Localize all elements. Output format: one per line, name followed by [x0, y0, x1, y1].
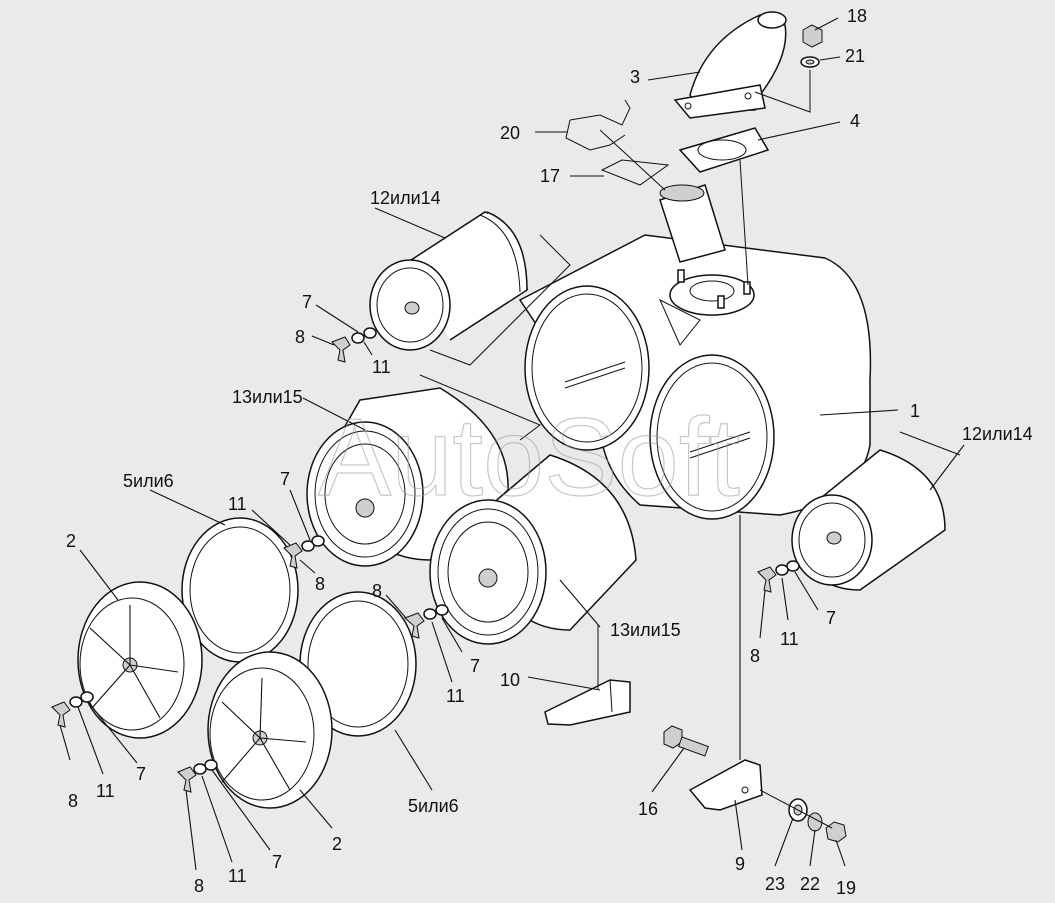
bolt-16	[663, 725, 709, 757]
label-13-center: 13или15	[610, 620, 681, 640]
label-19: 19	[836, 878, 856, 898]
label-4: 4	[850, 111, 860, 131]
watermark: AutoSoft	[318, 396, 740, 519]
filter-element-small-left	[369, 211, 571, 366]
label-10: 10	[500, 670, 520, 690]
label-22: 22	[800, 874, 820, 894]
label-11-e: 11	[96, 781, 115, 801]
label-11-b: 11	[228, 494, 247, 514]
leader-lines	[59, 17, 965, 871]
elbow-pipe	[673, 11, 787, 119]
wing-nut-set-d	[757, 560, 800, 593]
label-12-left: 12или14	[370, 188, 441, 208]
cover-lower	[207, 651, 333, 809]
nut-19	[825, 821, 847, 843]
wing-nut-set-e	[51, 691, 94, 728]
label-2-lower: 2	[332, 834, 342, 854]
label-7-a: 7	[302, 292, 312, 312]
label-23: 23	[765, 874, 785, 894]
label-8-c: 8	[372, 581, 382, 601]
label-5-upper: 5или6	[123, 471, 174, 491]
nut-18	[802, 24, 823, 48]
label-9: 9	[735, 854, 745, 874]
label-7-b: 7	[280, 469, 290, 489]
washer-21	[800, 56, 820, 68]
label-8-a: 8	[295, 327, 305, 347]
bracket-9	[688, 759, 763, 811]
label-11-d: 11	[780, 629, 799, 649]
label-12-right: 12или14	[962, 424, 1033, 444]
wing-nut-set-c	[404, 604, 449, 639]
bolt-axis-line	[759, 789, 833, 829]
label-8-d: 8	[750, 646, 760, 666]
label-11-a: 11	[372, 357, 391, 377]
label-8-f: 8	[194, 876, 204, 896]
label-7-f: 7	[272, 852, 282, 872]
label-8-e: 8	[68, 791, 78, 811]
label-7-c: 7	[470, 656, 480, 676]
filter-element-large-center	[429, 454, 637, 645]
part-labels: 1 2 2 3 4 5или6 5или6 7 7 7 7 7 7 8 8 8 …	[66, 6, 1033, 898]
filter-element-small-right	[791, 431, 961, 591]
label-3: 3	[630, 67, 640, 87]
label-11-f: 11	[228, 866, 247, 886]
label-13-left: 13или15	[232, 387, 303, 407]
label-7-e: 7	[136, 764, 146, 784]
label-18: 18	[847, 6, 867, 26]
label-5-lower: 5или6	[408, 796, 459, 816]
label-17: 17	[540, 166, 560, 186]
housing-body	[518, 184, 872, 760]
gasket	[678, 127, 770, 173]
wing-nut-set-b	[283, 535, 325, 569]
seal-ring-lower	[299, 591, 417, 737]
label-16: 16	[638, 799, 658, 819]
label-21: 21	[845, 46, 865, 66]
label-20: 20	[500, 123, 520, 143]
wing-nut-set-f	[177, 759, 218, 793]
label-2-upper: 2	[66, 531, 76, 551]
elbow-leader	[754, 70, 811, 113]
label-11-c: 11	[446, 686, 465, 706]
label-7-d: 7	[826, 608, 836, 628]
bracket-10	[544, 625, 631, 726]
cover-upper	[77, 581, 203, 739]
stud-leader	[739, 159, 749, 286]
label-1: 1	[910, 401, 920, 421]
label-8-b: 8	[315, 574, 325, 594]
wing-nut-set-a	[331, 327, 377, 363]
